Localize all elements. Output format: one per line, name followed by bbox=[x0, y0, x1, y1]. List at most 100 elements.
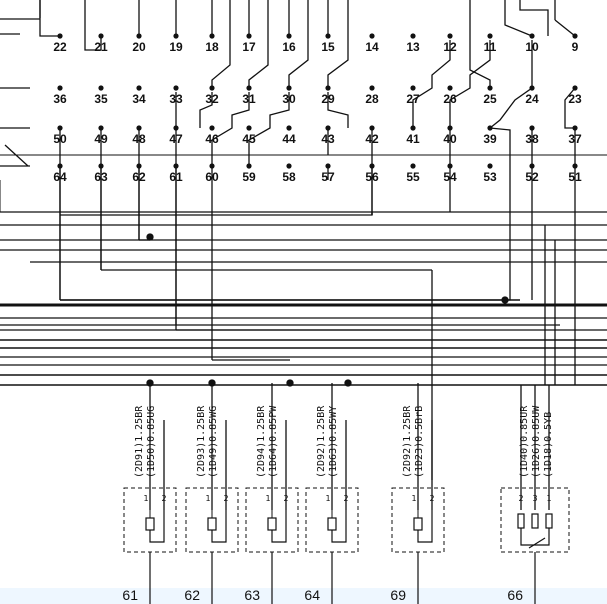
terminal-number: 1 bbox=[411, 494, 416, 503]
terminal-number: 2 bbox=[161, 494, 166, 503]
connector-id-label: 61 bbox=[122, 587, 138, 603]
sensor-element-icon bbox=[413, 517, 423, 531]
wire bbox=[248, 0, 269, 88]
wire bbox=[327, 92, 349, 128]
pin-dot bbox=[487, 125, 493, 131]
pin-label: 30 bbox=[282, 92, 296, 106]
pin-dot bbox=[447, 33, 453, 39]
pin-dot bbox=[572, 85, 578, 91]
pin-dot bbox=[369, 125, 375, 131]
pin-dot bbox=[173, 33, 179, 39]
pin-dot bbox=[209, 33, 215, 39]
pin-dot bbox=[286, 33, 292, 39]
terminal-number: 2 bbox=[223, 494, 228, 503]
pin-dot bbox=[209, 85, 215, 91]
pin-dot bbox=[447, 125, 453, 131]
pin-dot bbox=[246, 33, 252, 39]
pin-dot bbox=[286, 85, 292, 91]
pin-label: 26 bbox=[443, 92, 457, 106]
pin-label: 12 bbox=[443, 40, 457, 54]
junction-dot bbox=[344, 379, 352, 387]
pin-label: 59 bbox=[242, 170, 256, 184]
pin-label: 40 bbox=[443, 132, 457, 146]
wire-code-label: (2D92)1.25BR bbox=[402, 405, 413, 478]
pin-dot bbox=[209, 125, 215, 131]
pin-label: 25 bbox=[483, 92, 497, 106]
pin-dot bbox=[98, 125, 104, 131]
pin-dot bbox=[410, 85, 416, 91]
wire-code-label: (2D94)1.25BR bbox=[256, 405, 267, 478]
terminal-number: 2 bbox=[429, 494, 434, 503]
pin-dot bbox=[410, 125, 416, 131]
pin-dot bbox=[447, 85, 453, 91]
wire-code-label: (2D93)1.25BR bbox=[196, 405, 207, 478]
wire bbox=[489, 40, 533, 129]
connector-id-label: 64 bbox=[304, 587, 320, 603]
pin-dot bbox=[209, 163, 215, 169]
pin-label: 16 bbox=[282, 40, 296, 54]
pin-dot bbox=[173, 85, 179, 91]
pin-label: 13 bbox=[406, 40, 420, 54]
pin-dot bbox=[325, 33, 331, 39]
junction-dot bbox=[501, 296, 509, 304]
pin-label: 63 bbox=[94, 170, 108, 184]
pin-dot bbox=[325, 85, 331, 91]
terminal-number: 1 bbox=[265, 494, 270, 503]
sensor-element-icon bbox=[327, 517, 337, 531]
wire-code-label: (1D49)0.85WG bbox=[208, 406, 219, 478]
wire bbox=[60, 127, 511, 301]
pin-label: 15 bbox=[321, 40, 335, 54]
pin-label: 28 bbox=[365, 92, 379, 106]
connector-id-label: 62 bbox=[184, 587, 200, 603]
pin-label: 61 bbox=[169, 170, 183, 184]
pin-dot bbox=[529, 33, 535, 39]
pin-dot bbox=[529, 163, 535, 169]
pin-label: 50 bbox=[53, 132, 67, 146]
wire bbox=[412, 40, 451, 128]
pin-label: 24 bbox=[525, 92, 539, 106]
pin-label: 55 bbox=[406, 170, 420, 184]
pin-dot bbox=[286, 125, 292, 131]
terminal-number: 2 bbox=[283, 494, 288, 503]
pin-label: 14 bbox=[365, 40, 379, 54]
wire bbox=[211, 92, 250, 166]
pin-label: 64 bbox=[53, 170, 67, 184]
pin-dot bbox=[57, 85, 63, 91]
pin-label: 53 bbox=[483, 170, 497, 184]
pin-label: 35 bbox=[94, 92, 108, 106]
pin-dot bbox=[447, 163, 453, 169]
pin-dot bbox=[136, 85, 142, 91]
pin-dot bbox=[98, 85, 104, 91]
sensor-element-icon bbox=[207, 517, 217, 531]
wire bbox=[248, 92, 290, 166]
connector-id-label: 63 bbox=[244, 587, 260, 603]
pin-label: 46 bbox=[205, 132, 219, 146]
pin-label: 37 bbox=[568, 132, 582, 146]
pin-dot bbox=[572, 125, 578, 131]
pin-label: 51 bbox=[568, 170, 582, 184]
pin-dot bbox=[529, 125, 535, 131]
pin-label: 18 bbox=[205, 40, 219, 54]
pin-label: 10 bbox=[525, 40, 539, 54]
bottom-band bbox=[0, 588, 607, 604]
wire bbox=[327, 0, 349, 88]
pin-label: 27 bbox=[406, 92, 420, 106]
pin-dot bbox=[325, 125, 331, 131]
pin-dot bbox=[57, 125, 63, 131]
wire bbox=[211, 0, 231, 88]
pin-dot bbox=[246, 163, 252, 169]
sensor-element-icon bbox=[531, 513, 539, 529]
sensor-element-icon bbox=[145, 517, 155, 531]
wire-code-label: (1D63)0.85WY bbox=[328, 406, 339, 478]
sensor-element-icon bbox=[267, 517, 277, 531]
wire bbox=[39, 0, 60, 37]
sensor-housing bbox=[500, 487, 570, 553]
wire bbox=[554, 19, 576, 37]
wire-code-label: (1D26)0.85UW bbox=[531, 405, 542, 478]
pin-dot bbox=[173, 163, 179, 169]
terminal-number: 1 bbox=[546, 494, 551, 503]
